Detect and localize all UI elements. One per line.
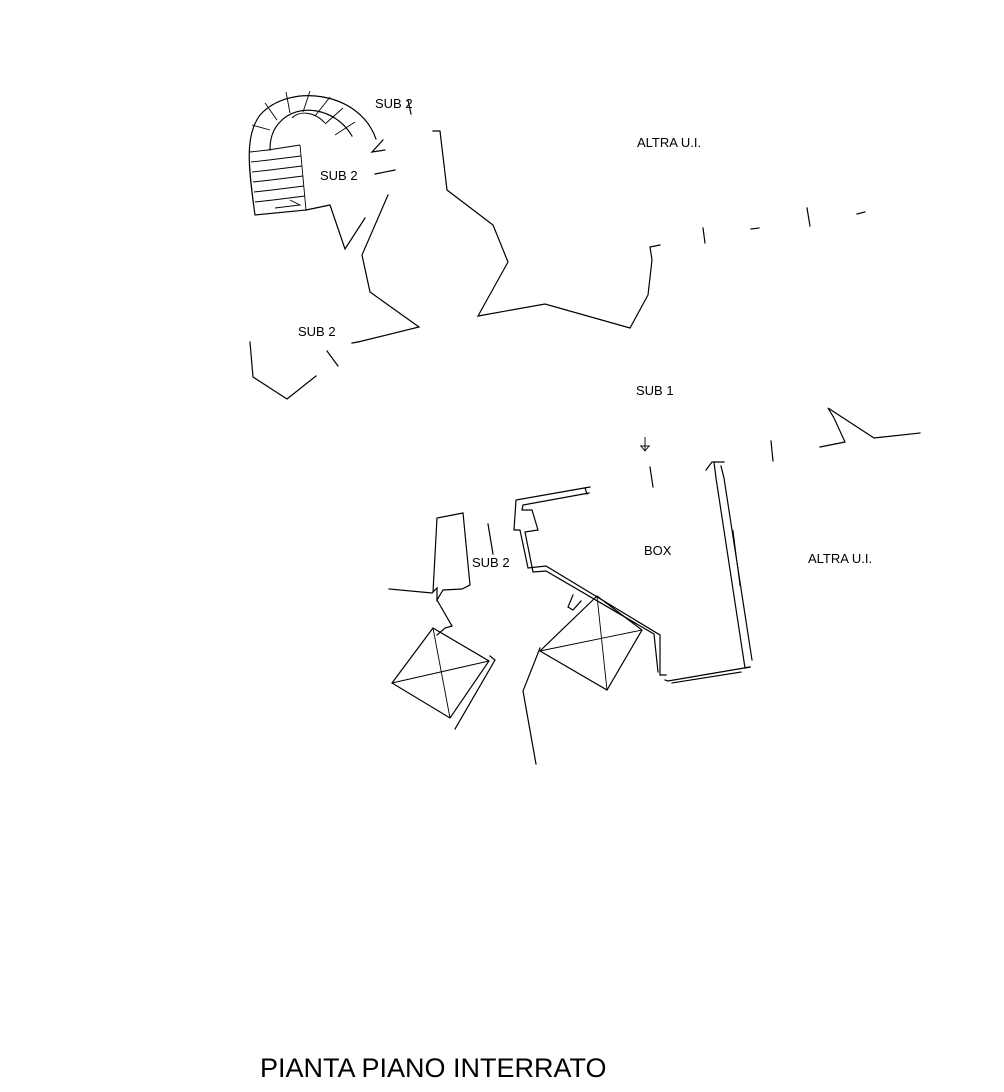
ventilation-shaft-icon [539, 595, 643, 691]
label-box: BOX [644, 543, 672, 558]
label-sub2-bottom: SUB 2 [472, 555, 510, 570]
walls-upper-wing [249, 99, 866, 400]
label-altra-ui-top: ALTRA U.I. [637, 135, 701, 150]
label-sub2-left: SUB 2 [298, 324, 336, 339]
label-sub2-mid: SUB 2 [320, 168, 358, 183]
label-sub1: SUB 1 [636, 383, 674, 398]
level-marker-icon [640, 437, 650, 452]
label-sub2-top: SUB 2 [375, 96, 413, 111]
label-altra-ui-right: ALTRA U.I. [808, 551, 872, 566]
drawing-title: PIANTA PIANO INTERRATO [260, 1053, 607, 1083]
spiral-stair-icon [248, 90, 377, 216]
walls-lower-left [388, 512, 582, 765]
ventilation-shaft-icon [391, 627, 490, 719]
walls-sub1-box [513, 407, 921, 684]
